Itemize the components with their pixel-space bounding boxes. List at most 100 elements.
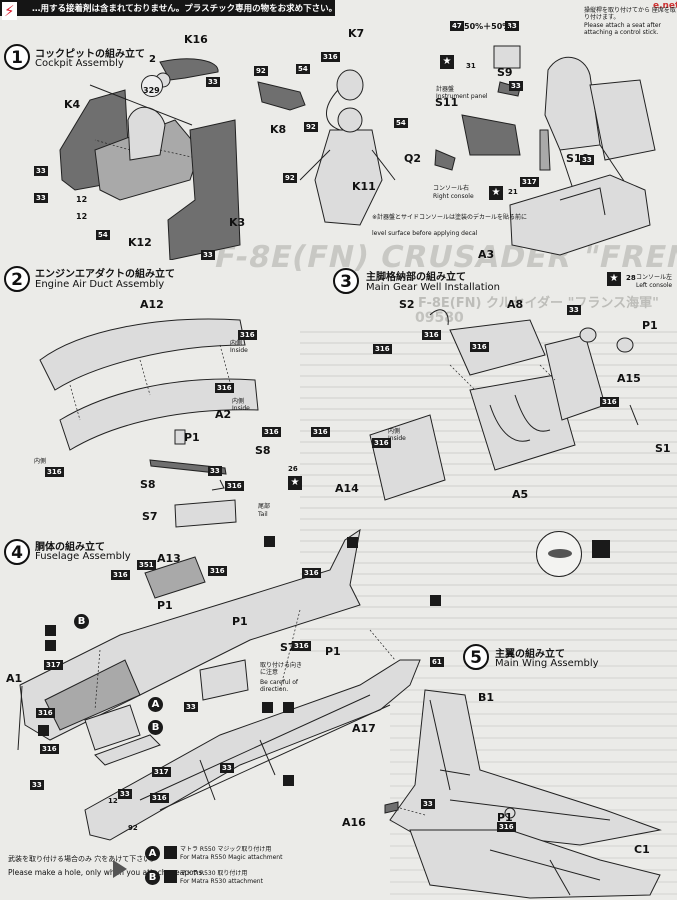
seated-pilot bbox=[544, 56, 601, 151]
b1-upper-wing bbox=[389, 689, 662, 846]
color-33-e: 33 bbox=[505, 21, 519, 31]
step-1-number: 1 bbox=[4, 44, 30, 70]
marker-b-upper: B bbox=[74, 614, 89, 629]
label-s1: S1 bbox=[655, 442, 671, 455]
marker-a-upper: A bbox=[148, 697, 163, 712]
color-316-m: 316 bbox=[208, 566, 227, 576]
gear-well-drawing bbox=[369, 309, 639, 501]
color-92-a: 92 bbox=[254, 66, 268, 76]
color-316-a: 316 bbox=[321, 52, 340, 62]
instrument-panel-ja: 計器盤 bbox=[436, 86, 455, 93]
label-p1-c: P1 bbox=[325, 645, 341, 658]
color-33-d: 33 bbox=[201, 250, 215, 260]
fuselage-drawing bbox=[17, 528, 421, 841]
label-part-12a: 12 bbox=[76, 195, 88, 204]
color-316-s: 316 bbox=[150, 793, 169, 803]
label-a12: A12 bbox=[140, 298, 164, 311]
left-console-en: Left console bbox=[636, 282, 673, 289]
callout-21: 21 bbox=[508, 188, 518, 196]
label-s9: S9 bbox=[497, 66, 513, 79]
color-33-h: 33 bbox=[208, 466, 222, 476]
marker-square-2 bbox=[347, 537, 358, 548]
color-316-e: 316 bbox=[262, 427, 281, 437]
label-a14: A14 bbox=[335, 482, 359, 495]
s7-box bbox=[174, 499, 237, 528]
step-5-title-ja: 主翼の組み立て bbox=[495, 649, 565, 660]
marker-square-3 bbox=[45, 625, 56, 636]
color-33-b: 33 bbox=[34, 166, 48, 176]
color-317-c: 317 bbox=[152, 767, 171, 777]
label-p1-b: P1 bbox=[232, 615, 248, 628]
main-wing-drawing bbox=[384, 689, 662, 899]
inside-ja-d: 内側 bbox=[388, 428, 401, 435]
label-p1-s2: P1 bbox=[184, 431, 200, 444]
seat-note-ja: 操縦桿を取り付けてから 座席を取り付けます。 bbox=[584, 7, 676, 21]
matra550-ja: マトラ R550 マジック取り付け用 bbox=[180, 846, 272, 853]
k16-part bbox=[159, 58, 219, 81]
color-316-k: 316 bbox=[600, 397, 619, 407]
color-33-n: 33 bbox=[421, 799, 435, 809]
label-part-12b: 12 bbox=[76, 212, 88, 221]
decal-note-en: level surface before applying decal bbox=[372, 230, 478, 237]
a17-panel bbox=[94, 734, 161, 766]
step-1-title-en: Cockpit Assembly bbox=[35, 58, 124, 69]
q2-part bbox=[434, 149, 456, 171]
a13-part bbox=[144, 556, 206, 599]
color-47: 47 bbox=[450, 21, 464, 31]
color-54-c: 54 bbox=[394, 118, 408, 128]
detail-icon-square bbox=[592, 540, 610, 558]
color-316-b: 316 bbox=[238, 330, 257, 340]
color-33-f: 33 bbox=[509, 81, 523, 91]
k11-pilot-figure bbox=[314, 129, 383, 226]
label-q2: Q2 bbox=[404, 152, 422, 165]
inside-ja-a: 内側 bbox=[230, 340, 243, 347]
cockpit-insert bbox=[84, 704, 141, 751]
right-console-en: Right console bbox=[433, 193, 474, 200]
color-54-b: 54 bbox=[96, 230, 110, 240]
color-33-a: 33 bbox=[206, 77, 220, 87]
label-p1-s3: P1 bbox=[642, 319, 658, 332]
top-notice-text: …用する接着剤は含まれておりません。プラスチック専用の物をお求め下さい。 bbox=[32, 4, 332, 14]
color-316-o: 316 bbox=[302, 568, 321, 578]
color-61: 61 bbox=[430, 657, 444, 667]
weapon-note-ja: 武装を取り付ける場合のみ 穴をあけて下さい。 bbox=[8, 855, 158, 863]
color-316-t: 316 bbox=[497, 822, 516, 832]
mix-ratio: 50%＋50% bbox=[464, 22, 511, 31]
color-316-n: 316 bbox=[111, 570, 130, 580]
label-k8: K8 bbox=[270, 123, 287, 136]
label-a3: A3 bbox=[478, 248, 495, 261]
color-316-f: 316 bbox=[311, 427, 330, 437]
s7-intake-box bbox=[199, 659, 249, 701]
color-316-l: 316 bbox=[372, 438, 391, 448]
callout-12-c: 12 bbox=[108, 797, 118, 805]
label-k3: K3 bbox=[229, 216, 246, 229]
decal-star-icon-d: ★ bbox=[288, 476, 302, 490]
inside-ja-b: 内側 bbox=[232, 398, 245, 405]
instrument-panel-en: Instrument panel bbox=[436, 93, 488, 100]
color-316-h: 316 bbox=[422, 330, 441, 340]
label-s8-a: S8 bbox=[255, 444, 271, 457]
label-s8-b: S8 bbox=[140, 478, 156, 491]
label-a17: A17 bbox=[352, 722, 376, 735]
label-a2: A2 bbox=[215, 408, 232, 421]
watermark-corner: e.net bbox=[653, 1, 677, 11]
s8-rod bbox=[149, 459, 227, 475]
label-c1: C1 bbox=[634, 843, 650, 856]
color-316-q: 316 bbox=[36, 708, 55, 718]
seat-note-en: Please attach a seat after attaching a c… bbox=[584, 22, 661, 36]
color-33-i: 33 bbox=[567, 305, 581, 315]
step-3-number: 3 bbox=[333, 268, 359, 294]
color-33-j: 33 bbox=[184, 702, 198, 712]
callout-329: 329 bbox=[143, 86, 160, 95]
marker-square-5 bbox=[262, 702, 273, 713]
color-33-c: 33 bbox=[34, 193, 48, 203]
label-part-2: 2 bbox=[149, 54, 156, 65]
label-k16: K16 bbox=[184, 33, 208, 46]
s9-part bbox=[493, 45, 521, 69]
a8-part bbox=[449, 319, 546, 376]
step-5-number: 5 bbox=[463, 644, 489, 670]
cockpit-assembly-drawing bbox=[59, 45, 656, 260]
a5-gear-well bbox=[469, 374, 576, 471]
color-351: 351 bbox=[137, 560, 156, 570]
